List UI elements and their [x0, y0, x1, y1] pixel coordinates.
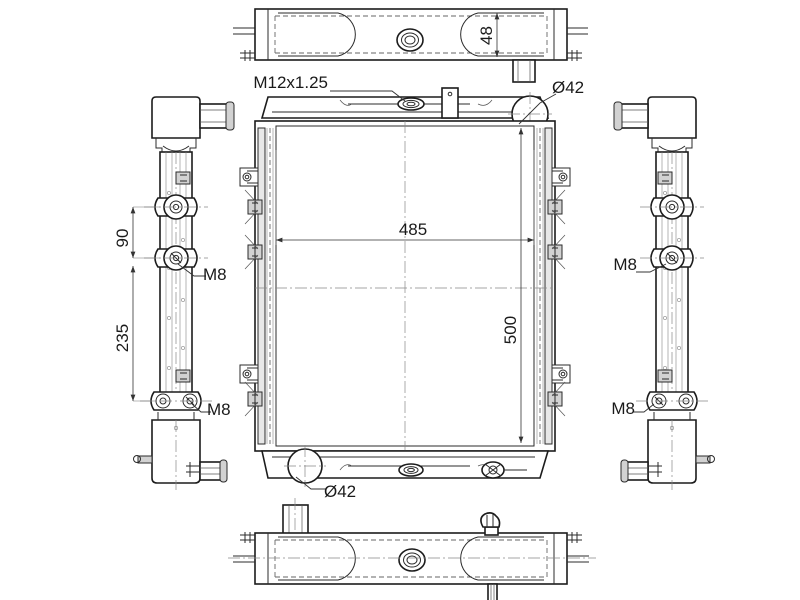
- dim-core-width: 485: [275, 150, 535, 245]
- left-view: M8 M8 90: [113, 96, 235, 490]
- label-m8-left-upper: M8: [203, 265, 227, 284]
- right-upper-boss: [640, 194, 704, 220]
- dim-90-label: 90: [113, 229, 132, 248]
- callout-inlet-dia: Ø42: [518, 78, 584, 125]
- label-m8-right-upper: M8: [613, 255, 637, 274]
- label-m12: M12x1.25: [253, 73, 328, 92]
- left-mid-boss: [144, 245, 208, 277]
- dim-tank-depth: 48: [477, 13, 500, 57]
- label-dia42-top: Ø42: [552, 78, 584, 97]
- left-brackets: [239, 167, 263, 417]
- filler-cap: [397, 97, 425, 111]
- drain-cock: [481, 461, 527, 479]
- bottom-view: [228, 498, 596, 600]
- right-brackets: [547, 167, 571, 417]
- dim-bracket-90: 90: [113, 206, 160, 259]
- left-upper-boss: [144, 194, 208, 220]
- dim-235-label: 235: [113, 324, 132, 352]
- dim-500-label: 500: [501, 316, 520, 344]
- right-lower-boss: [634, 391, 708, 413]
- left-lower-boss: [140, 391, 212, 413]
- outlet-port-bottom: [284, 445, 326, 487]
- callout-filler-thread: M12x1.25: [253, 73, 406, 102]
- callout-outlet-dia: Ø42: [295, 476, 356, 501]
- right-view: M8 M8: [611, 96, 715, 490]
- front-view: 485 500 M12x1.25 Ø42 Ø42: [239, 73, 584, 501]
- top-view: 48: [233, 8, 588, 83]
- label-m8-right-lower: M8: [611, 399, 635, 418]
- dim-bracket-235: 235: [113, 266, 156, 402]
- bottom-drain-cock: [480, 512, 501, 536]
- label-m8-left-lower: M8: [207, 400, 231, 419]
- drain-plug: [398, 463, 424, 477]
- dim-core-height: 500: [501, 128, 524, 443]
- label-dia42-bottom: Ø42: [324, 482, 356, 501]
- dim-485-label: 485: [399, 220, 427, 239]
- right-mid-boss: [636, 245, 704, 273]
- dim-48-label: 48: [477, 26, 496, 45]
